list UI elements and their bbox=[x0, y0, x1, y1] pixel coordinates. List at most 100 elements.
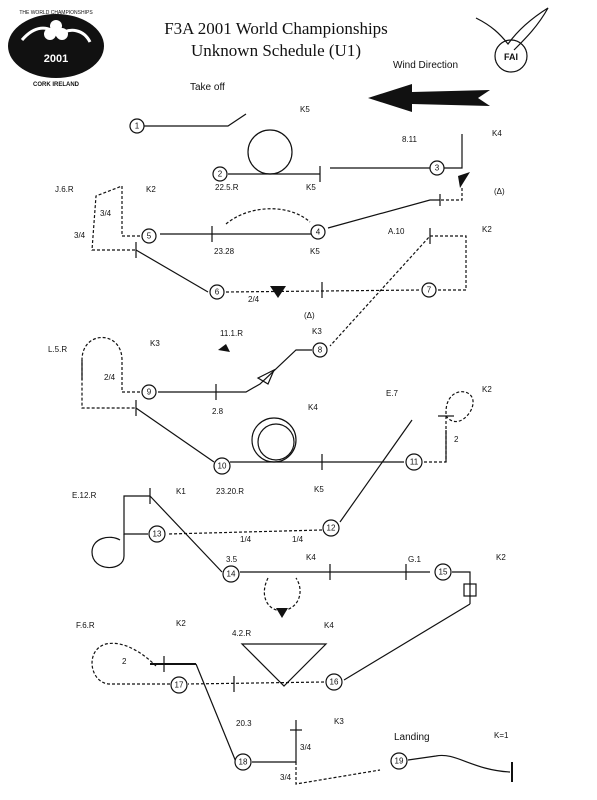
m16-entry bbox=[343, 603, 471, 681]
m10-loop-a bbox=[251, 417, 297, 463]
landing-label: Landing bbox=[394, 732, 430, 743]
maneuver-number-2: 2 bbox=[218, 170, 223, 179]
m14-entry bbox=[149, 495, 223, 573]
m3-path bbox=[330, 134, 463, 169]
take-off-path bbox=[144, 113, 247, 127]
maneuver-circle-1 bbox=[129, 118, 145, 134]
figure-k-label: K5 bbox=[300, 105, 310, 114]
m8-roll-icon bbox=[256, 368, 276, 385]
m18-roll1: 3/4 bbox=[300, 743, 312, 752]
maneuver-number-15: 15 bbox=[439, 568, 448, 577]
title-line-1: F3A 2001 World Championships bbox=[164, 19, 388, 38]
m7-k: K2 bbox=[482, 225, 492, 234]
maneuver-number-1: 1 bbox=[135, 122, 140, 131]
m14-loop bbox=[263, 577, 301, 612]
m12-entry bbox=[339, 419, 413, 523]
maneuver-circle-3 bbox=[429, 160, 445, 176]
m2-loop bbox=[247, 129, 293, 175]
logo-arc-text: THE WORLD CHAMPIONSHIPS bbox=[19, 10, 93, 16]
m6-triangle-icon bbox=[270, 286, 286, 298]
m14-k: K4 bbox=[306, 553, 316, 562]
m11-aresti: E.7 bbox=[386, 389, 399, 398]
m8-triangle-icon bbox=[218, 344, 230, 352]
m18-aresti: 20.3 bbox=[236, 719, 252, 728]
m10-loop-b bbox=[257, 423, 295, 461]
m3-symbol: (Δ) bbox=[494, 187, 505, 196]
maneuver-circle-7 bbox=[421, 282, 437, 298]
maneuver-circle-18 bbox=[234, 753, 252, 771]
m7-path bbox=[329, 235, 467, 347]
m14-triangle-icon bbox=[276, 608, 288, 618]
maneuver-number-10: 10 bbox=[218, 462, 227, 471]
maneuver-number-3: 3 bbox=[435, 164, 440, 173]
maneuver-number-6: 6 bbox=[215, 288, 220, 297]
maneuver-circle-2 bbox=[212, 166, 228, 182]
maneuver-number-8: 8 bbox=[318, 346, 323, 355]
m16-k: K4 bbox=[324, 621, 334, 630]
maneuver-circle-14 bbox=[222, 565, 240, 583]
m17-roll1: 2 bbox=[122, 657, 127, 666]
maneuver-number-7: 7 bbox=[427, 286, 432, 295]
m7-aresti: A.10 bbox=[388, 227, 405, 236]
m12-roll2: 1/4 bbox=[292, 535, 304, 544]
m11-k: K2 bbox=[482, 385, 492, 394]
logo-year: 2001 bbox=[44, 53, 68, 65]
m12-path bbox=[167, 529, 323, 535]
maneuver-number-9: 9 bbox=[147, 388, 152, 397]
m5-path bbox=[91, 185, 140, 251]
m18-exit bbox=[295, 762, 381, 785]
m10-k: K4 bbox=[308, 403, 318, 412]
m18-k: K3 bbox=[334, 717, 344, 726]
m10-entry bbox=[135, 407, 215, 463]
m4-aresti: 23.28 bbox=[214, 247, 235, 256]
maneuver-circle-16 bbox=[325, 673, 343, 691]
m14-aresti: 3.5 bbox=[226, 555, 238, 564]
maneuver-circle-4 bbox=[310, 224, 326, 240]
m7-symbol: (Δ) bbox=[304, 311, 315, 320]
m12-roll1: 1/4 bbox=[240, 535, 252, 544]
maneuver-circle-17 bbox=[170, 676, 188, 694]
maneuver-number-19: 19 bbox=[395, 757, 404, 766]
m15-aresti: G.1 bbox=[408, 555, 421, 564]
m15-roll-box bbox=[463, 583, 477, 597]
m17-path bbox=[91, 642, 170, 685]
maneuver-number-13: 13 bbox=[153, 530, 162, 539]
maneuver-circle-6 bbox=[209, 284, 225, 300]
wind-arrow-icon bbox=[368, 84, 490, 112]
m4-arc bbox=[225, 208, 311, 225]
maneuver-number-17: 17 bbox=[175, 681, 184, 690]
m5-roll1: 3/4 bbox=[100, 209, 112, 218]
maneuver-circle-11 bbox=[405, 453, 423, 471]
maneuver-number-12: 12 bbox=[327, 524, 336, 533]
fai-emblem-circle bbox=[494, 39, 528, 73]
take-off-label: Take off bbox=[190, 82, 225, 93]
m13-path bbox=[123, 495, 150, 535]
m6-roll1: 2/4 bbox=[248, 295, 260, 304]
m11-roll1: 2 bbox=[454, 435, 459, 444]
maneuver-number-16: 16 bbox=[330, 678, 339, 687]
m8-aresti: 11.1.R bbox=[220, 329, 243, 338]
maneuver-circle-5 bbox=[141, 228, 157, 244]
m8-path bbox=[216, 349, 312, 393]
maneuver-number-5: 5 bbox=[147, 232, 152, 241]
m18-entry bbox=[195, 663, 237, 763]
m5-k: K2 bbox=[146, 185, 156, 194]
m15-k: K2 bbox=[496, 553, 506, 562]
m16-aresti: 4.2.R bbox=[232, 629, 251, 638]
maneuver-circle-12 bbox=[322, 519, 340, 537]
m6-entry bbox=[135, 249, 209, 293]
fai-logo: FAI bbox=[475, 7, 549, 73]
maneuver-number-4: 4 bbox=[316, 228, 321, 237]
m4-k: K5 bbox=[310, 247, 320, 256]
m9-k: K3 bbox=[150, 339, 160, 348]
maneuver-circle-19 bbox=[390, 752, 408, 770]
m9-path bbox=[81, 336, 140, 409]
m12-k: K5 bbox=[314, 485, 324, 494]
m3-triangle-icon bbox=[458, 172, 470, 188]
landing-k: K=1 bbox=[494, 731, 509, 740]
m4-entry bbox=[327, 199, 440, 229]
m5-roll2: 3/4 bbox=[74, 231, 86, 240]
m17-k: K2 bbox=[176, 619, 186, 628]
m12-aresti: 23.20.R bbox=[216, 487, 244, 496]
maneuver-circle-15 bbox=[434, 563, 452, 581]
